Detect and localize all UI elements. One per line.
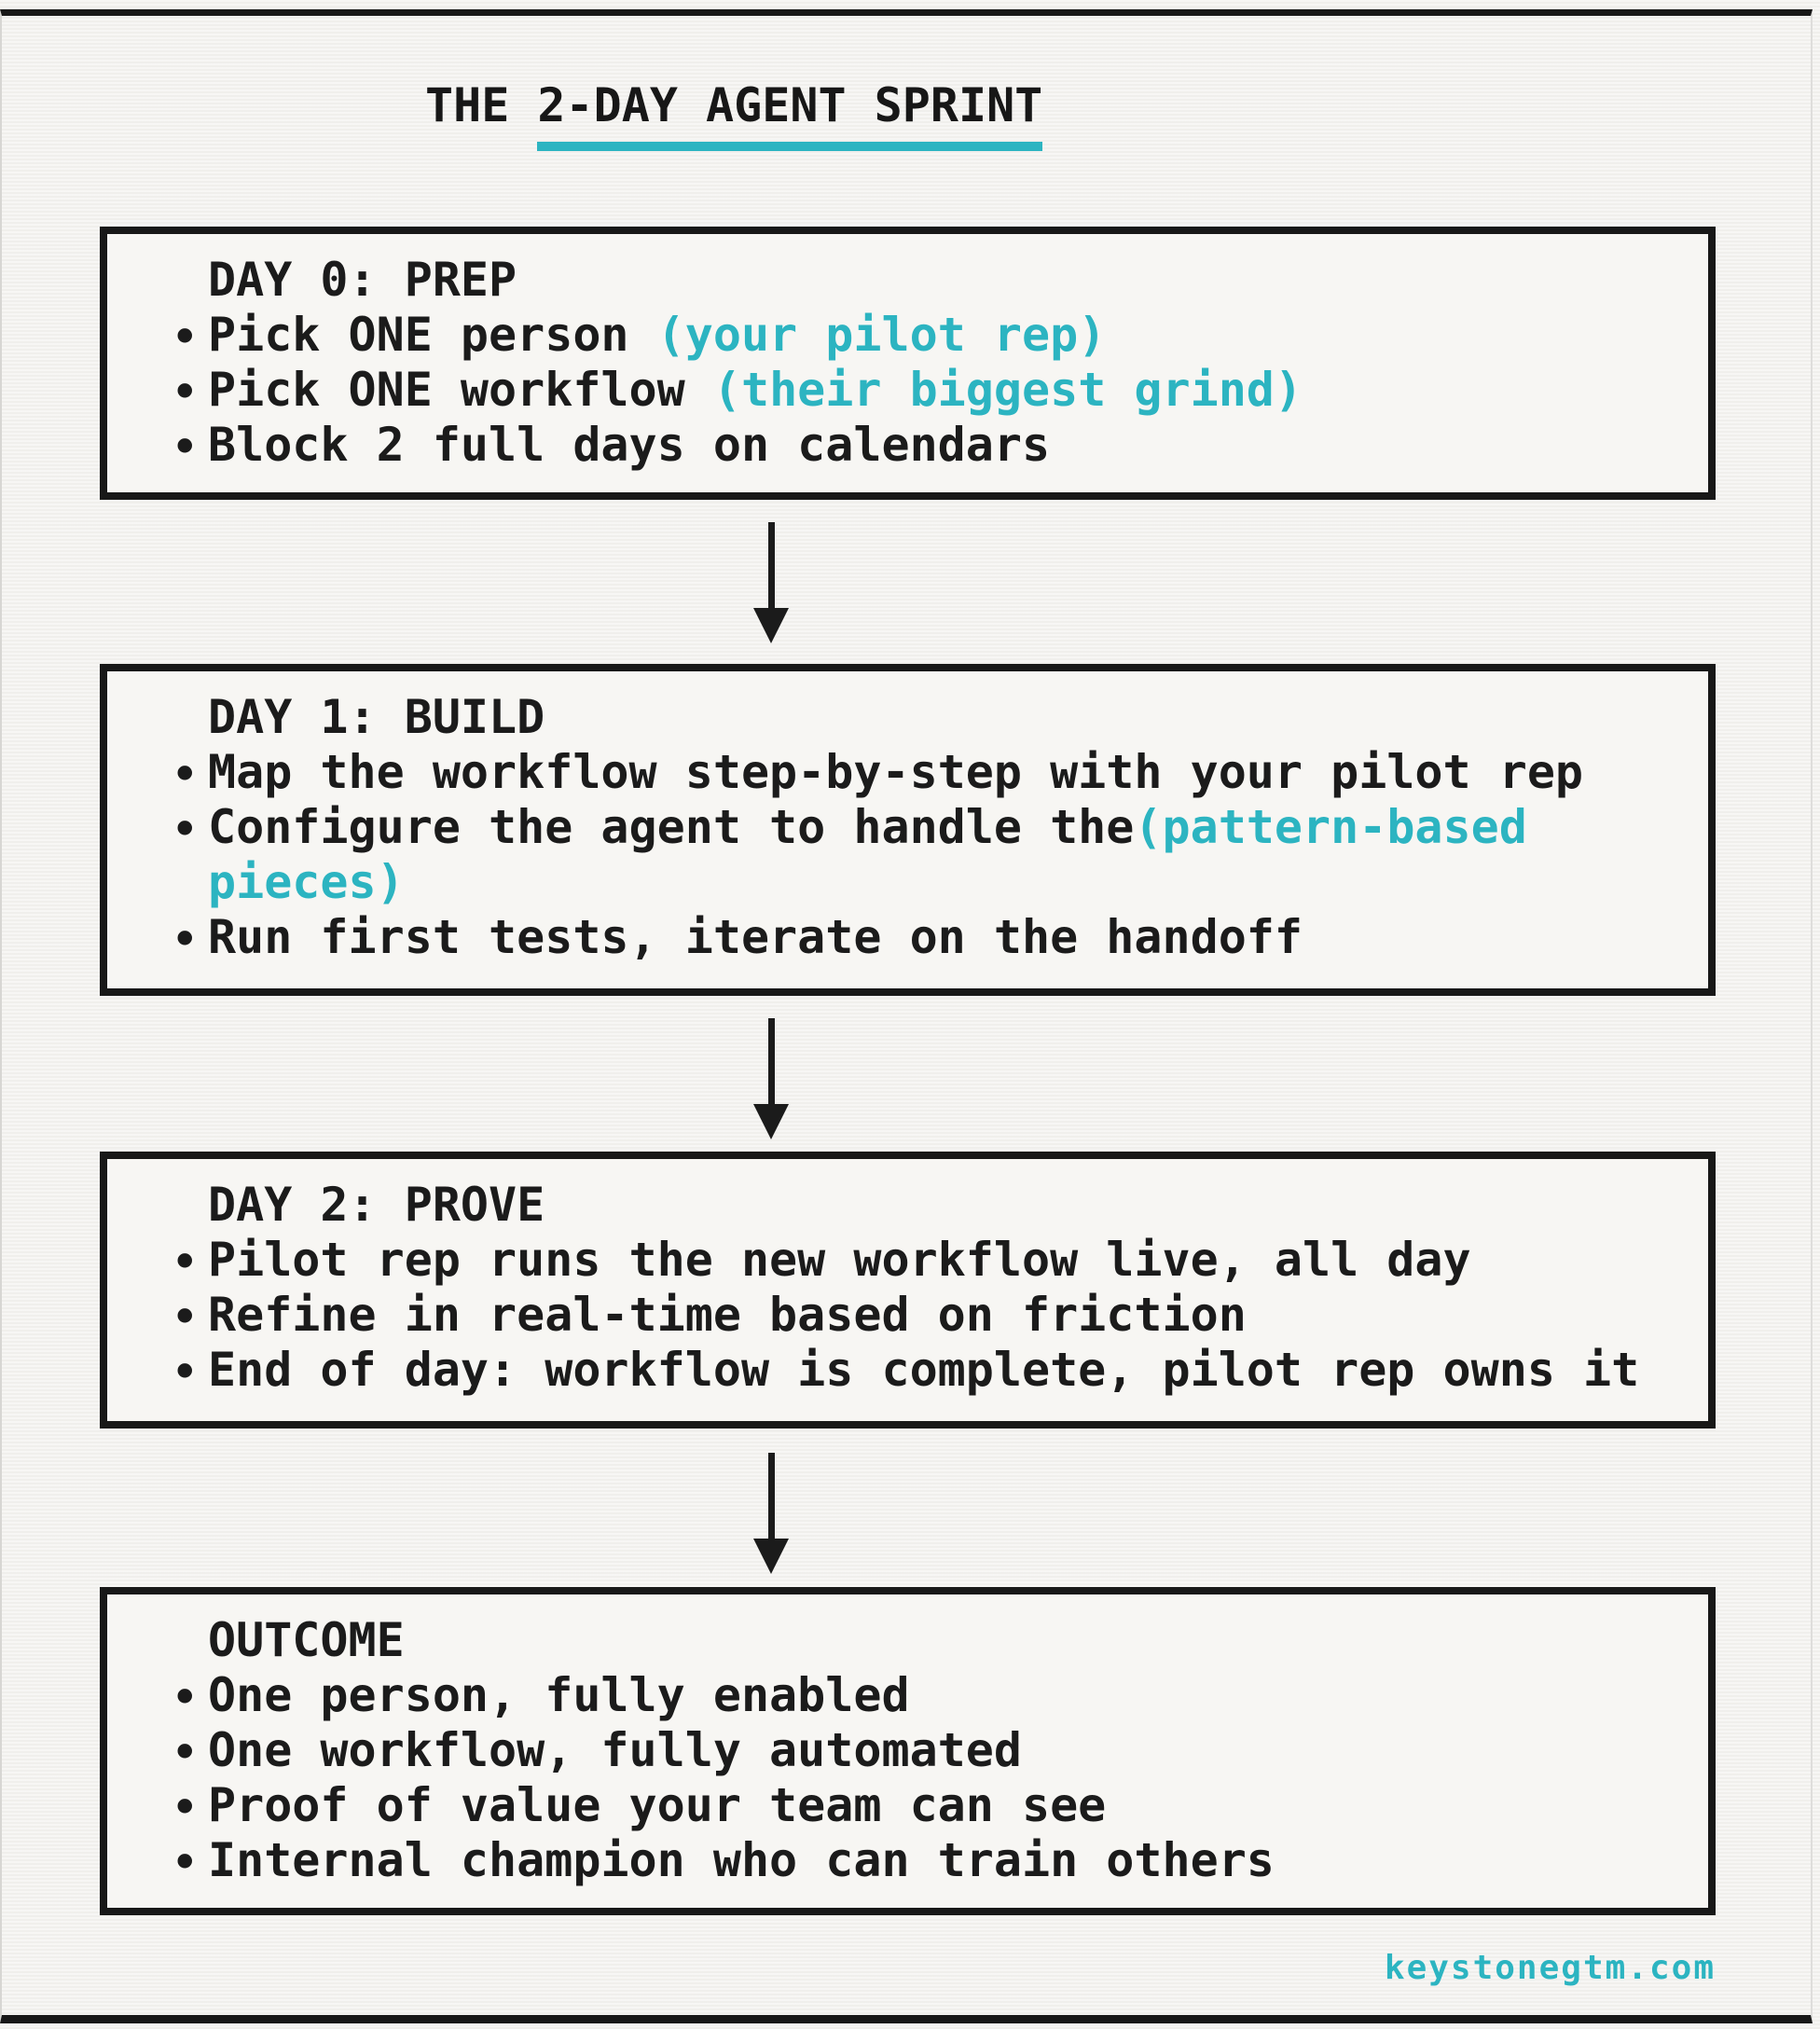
arrow-down-icon — [753, 1453, 789, 1574]
bullet-icon: • — [172, 1293, 198, 1341]
text-segment: Internal champion who can train others — [208, 1833, 1275, 1887]
text-line: •Configure the agent to handle the(patte… — [172, 800, 1682, 855]
text-line: •Pick ONE person (your pilot rep) — [172, 308, 1682, 363]
text-segment: One person, fully enabled — [208, 1668, 910, 1722]
bullet-icon: • — [172, 1784, 198, 1831]
text-line: •Pick ONE workflow (their biggest grind) — [172, 363, 1682, 418]
watermark-url: keystonegtm.com — [1384, 1949, 1716, 1987]
text-segment: One workflow, fully automated — [208, 1723, 1022, 1777]
bullet-icon: • — [172, 751, 198, 798]
text-segment: DAY 2: PROVE — [208, 1178, 545, 1232]
text-segment: End of day: workflow is complete, pilot … — [208, 1343, 1640, 1397]
bullet-icon: • — [172, 1348, 198, 1396]
text-line: •Run first tests, iterate on the handoff — [172, 910, 1682, 965]
text-line: •End of day: workflow is complete, pilot… — [172, 1343, 1682, 1398]
text-line: •Proof of value your team can see — [172, 1778, 1682, 1833]
box-day-2-prove: DAY 2: PROVE•Pilot rep runs the new work… — [100, 1152, 1716, 1429]
text-line: •One workflow, fully automated — [172, 1723, 1682, 1778]
text-segment: OUTCOME — [208, 1613, 405, 1667]
page-title-prefix: THE — [425, 78, 538, 132]
text-line: •Map the workflow step-by-step with your… — [172, 745, 1682, 800]
text-line: •Block 2 full days on calendars — [172, 418, 1682, 473]
flow-arrow — [752, 1018, 790, 1139]
text-segment: DAY 1: BUILD — [208, 690, 545, 744]
text-line: DAY 2: PROVE — [172, 1178, 1682, 1233]
text-line: •Refine in real-time based on friction — [172, 1288, 1682, 1343]
text-line: pieces) — [172, 855, 1682, 910]
text-line: •One person, fully enabled — [172, 1668, 1682, 1723]
text-line: DAY 1: BUILD — [172, 690, 1682, 745]
text-segment: (your pilot rep) — [656, 308, 1107, 362]
text-segment: DAY 0: PREP — [208, 253, 517, 307]
text-segment: Map the workflow step-by-step with your … — [208, 745, 1584, 799]
text-line: OUTCOME — [172, 1613, 1682, 1668]
bullet-icon: • — [172, 1238, 198, 1286]
text-segment: pieces) — [208, 855, 405, 909]
text-segment: Pick ONE workflow — [208, 363, 713, 417]
bullet-icon: • — [172, 368, 198, 416]
text-line: •Pilot rep runs the new workflow live, a… — [172, 1233, 1682, 1288]
flow-arrow — [752, 522, 790, 643]
text-segment: Run first tests, iterate on the handoff — [208, 910, 1303, 964]
bullet-icon: • — [172, 313, 198, 361]
page-title-underlined: 2-DAY AGENT SPRINT — [537, 80, 1043, 151]
bullet-icon: • — [172, 423, 198, 471]
text-segment: Block 2 full days on calendars — [208, 418, 1051, 472]
text-segment: Pick ONE person — [208, 308, 657, 362]
text-segment: Proof of value your team can see — [208, 1778, 1107, 1832]
arrow-down-icon — [753, 1018, 789, 1139]
bullet-icon: • — [172, 916, 198, 963]
bullet-icon: • — [172, 1839, 198, 1886]
text-line: •Internal champion who can train others — [172, 1833, 1682, 1888]
text-line: DAY 0: PREP — [172, 253, 1682, 308]
box-day-0-prep: DAY 0: PREP•Pick ONE person (your pilot … — [100, 227, 1716, 500]
arrow-down-icon — [753, 522, 789, 643]
text-segment: (pattern-based — [1134, 800, 1527, 854]
page-title: THE 2-DAY AGENT SPRINT — [425, 78, 1043, 151]
box-day-1-build: DAY 1: BUILD•Map the workflow step-by-st… — [100, 664, 1716, 996]
text-segment: Refine in real-time based on friction — [208, 1288, 1247, 1342]
bullet-icon: • — [172, 806, 198, 853]
bullet-icon: • — [172, 1729, 198, 1776]
text-segment: Pilot rep runs the new workflow live, al… — [208, 1233, 1471, 1287]
flow-arrow — [752, 1453, 790, 1574]
text-segment: Configure the agent to handle the — [208, 800, 1135, 854]
bullet-icon: • — [172, 1674, 198, 1721]
box-outcome: OUTCOME•One person, fully enabled•One wo… — [100, 1587, 1716, 1915]
text-segment: (their biggest grind) — [712, 363, 1303, 417]
